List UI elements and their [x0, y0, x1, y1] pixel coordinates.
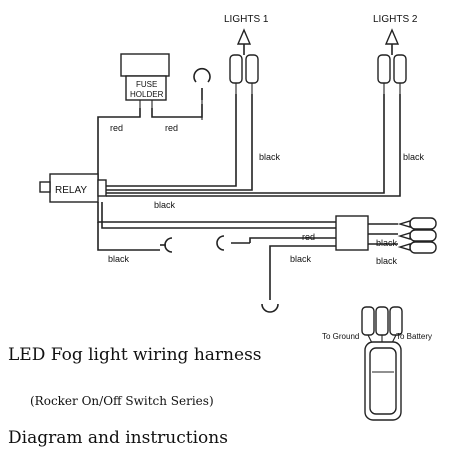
wire-label-black-relay: black	[154, 200, 176, 210]
diagram-title: LED Fog light wiring harness	[8, 345, 262, 365]
red-wire-fuse-terminal	[151, 104, 203, 118]
fuse-holder	[120, 53, 170, 108]
relay-label: RELAY	[55, 185, 87, 196]
to-ground-label: To Ground	[322, 332, 359, 341]
lights1-connector	[229, 54, 259, 94]
wire-label-black-switch-lower: black	[376, 256, 398, 266]
wire-label-black-lights2: black	[403, 152, 425, 162]
relay	[39, 173, 107, 203]
red-wire-fuse-relay	[97, 108, 141, 180]
ground-terminal-left	[160, 237, 173, 253]
wire-label-red-fuse-right: red	[165, 123, 178, 133]
rocker-switch	[361, 306, 403, 421]
ground-terminal-right	[216, 235, 336, 251]
lights2-connector	[377, 54, 407, 94]
lights1-label: LIGHTS 1	[224, 14, 269, 25]
lights1-arrow	[236, 28, 252, 55]
relay-to-switch-harness	[97, 202, 336, 251]
to-battery-label: To Battery	[396, 332, 432, 341]
wire-label-black-ground: black	[108, 254, 130, 264]
wire-label-black-switch-upper: black	[376, 238, 398, 248]
lights2-arrow	[384, 28, 400, 55]
splice-block	[335, 215, 369, 251]
diagram-caption: Diagram and instructions	[8, 428, 228, 448]
switch-connectors	[368, 217, 437, 254]
wire-label-black-switch-mid: black	[290, 254, 312, 264]
wire-label-red-switch: red	[302, 232, 315, 242]
diagram-subtitle: (Rocker On/Off Switch Series)	[30, 394, 214, 408]
lights2-label: LIGHTS 2	[373, 14, 418, 25]
fuse-holder-label-line2: HOLDER	[130, 90, 164, 99]
fuse-holder-label-line1: FUSE	[136, 80, 157, 89]
ground-drop-wire	[261, 245, 336, 313]
harness-to-lights	[106, 94, 401, 197]
wire-label-black-lights1: black	[259, 152, 281, 162]
wire-label-red-fuse-left: red	[110, 123, 123, 133]
